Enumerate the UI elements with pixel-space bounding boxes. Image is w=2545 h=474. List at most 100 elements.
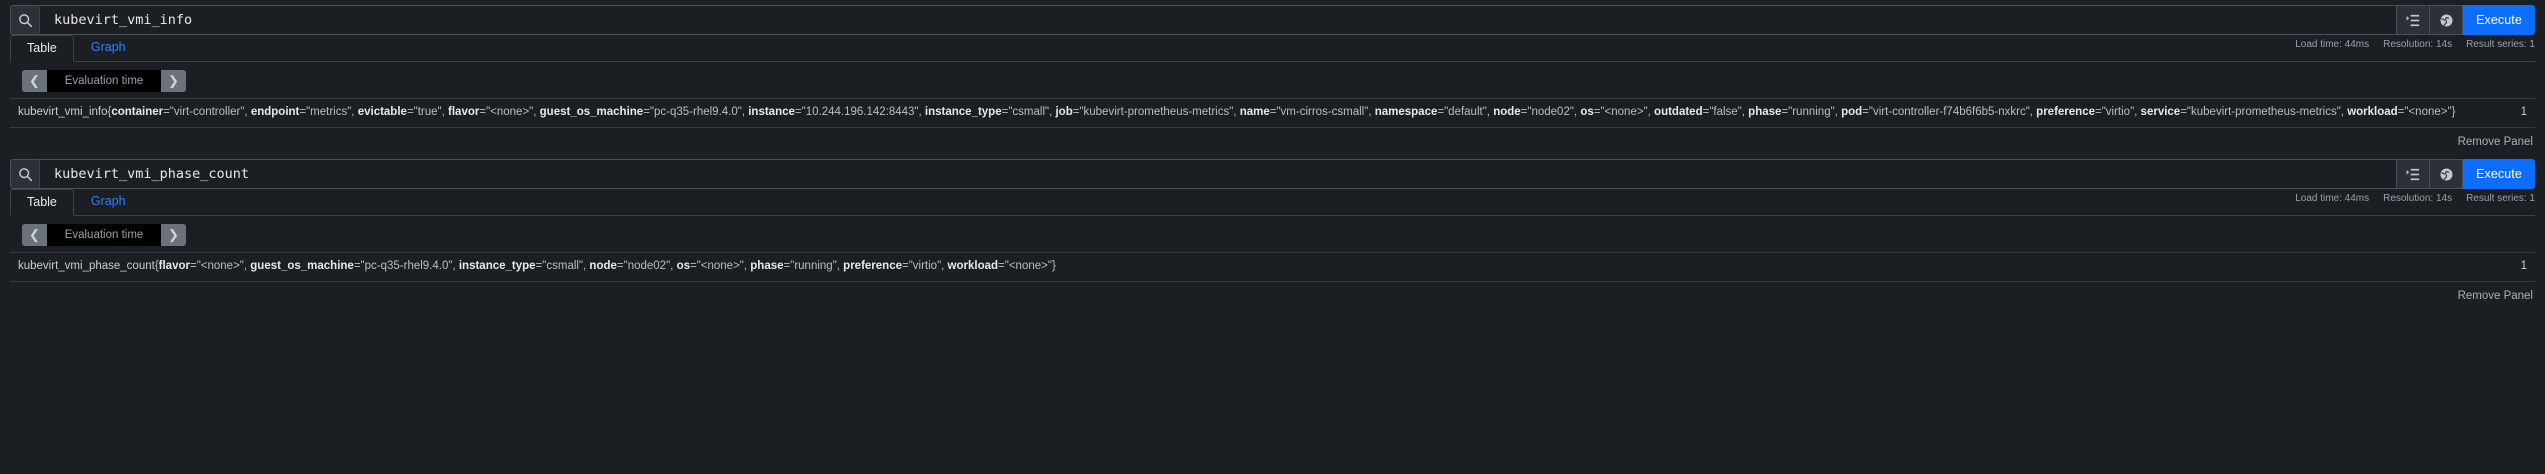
label-key: guest_os_machine [539, 106, 644, 118]
remove-panel-button[interactable]: Remove Panel [2457, 136, 2533, 148]
label-key: os [1580, 106, 1594, 118]
label-key: node [589, 260, 617, 272]
table-row: kubevirt_vmi_info{container="virt-contro… [10, 98, 2535, 128]
tab-graph[interactable]: Graph [90, 194, 126, 208]
label-key: preference [2036, 106, 2095, 118]
query-panel-2: Execute Load time: 44ms Resolution: 14s … [10, 159, 2535, 308]
label-key: phase [750, 260, 784, 272]
label-value: ="node02", [616, 260, 677, 272]
result-series: Result series: 1 [2466, 193, 2535, 204]
execute-button[interactable]: Execute [2463, 159, 2535, 189]
remove-panel-row-2: Remove Panel [10, 282, 2535, 308]
label-value: ="csmall", [1001, 106, 1056, 118]
prometheus-query-page: Execute Load time: 44ms Resolution: 14s … [0, 5, 2545, 474]
label-value: ="<none>", [189, 260, 251, 272]
load-time: Load time: 44ms [2295, 193, 2370, 204]
execute-button[interactable]: Execute [2463, 5, 2535, 35]
query-input[interactable] [39, 159, 2397, 189]
label-value: ="virt-controller-f74b6f6b5-nxkrc", [1862, 106, 2037, 118]
query-input-row-2: Execute [10, 159, 2535, 189]
series-value-cell: 1 [2520, 106, 2527, 118]
chevron-right-icon[interactable]: ❯ [161, 224, 186, 246]
chevron-right-icon[interactable]: ❯ [161, 70, 186, 92]
label-value: ="running", [1781, 106, 1842, 118]
label-value: ="<none>" [2397, 106, 2452, 118]
result-series: Result series: 1 [2466, 39, 2535, 50]
remove-panel-button[interactable]: Remove Panel [2457, 290, 2533, 302]
label-key: phase [1748, 106, 1782, 118]
label-value: ="default", [1437, 106, 1494, 118]
label-key: instance_type [924, 106, 1002, 118]
label-value: ="running", [783, 260, 844, 272]
label-key: job [1055, 106, 1073, 118]
label-value: ="kubevirt-prometheus-metrics", [2180, 106, 2348, 118]
label-value: ="pc-q35-rhel9.4.0", [353, 260, 459, 272]
label-value: ="node02", [1520, 106, 1581, 118]
result-table-1: kubevirt_vmi_info{container="virt-contro… [10, 98, 2535, 128]
label-key: instance_type [458, 260, 536, 272]
resolution: Resolution: 14s [2383, 193, 2453, 204]
tab-table[interactable]: Table [10, 189, 74, 216]
metric-name: kubevirt_vmi_info [18, 106, 108, 118]
metric-name: kubevirt_vmi_phase_count [18, 260, 155, 272]
table-row: kubevirt_vmi_phase_count{flavor="<none>"… [10, 252, 2535, 282]
label-key: evictable [357, 106, 407, 118]
chevron-left-icon[interactable]: ❮ [22, 70, 47, 92]
label-list: container="virt-controller", endpoint="m… [111, 106, 2451, 118]
label-key: flavor [158, 260, 190, 272]
label-key: node [1493, 106, 1521, 118]
label-list: flavor="<none>", guest_os_machine="pc-q3… [159, 260, 1052, 272]
label-key: container [111, 106, 164, 118]
label-value: ="metrics", [299, 106, 358, 118]
load-time: Load time: 44ms [2295, 39, 2370, 50]
result-tabs-1: Table Graph [10, 35, 2535, 62]
query-panel-1: Execute Load time: 44ms Resolution: 14s … [10, 5, 2535, 154]
label-key: flavor [448, 106, 480, 118]
globe-icon[interactable] [2430, 159, 2463, 189]
globe-icon[interactable] [2430, 5, 2463, 35]
label-key: name [1239, 106, 1270, 118]
label-value: ="virt-controller", [163, 106, 251, 118]
label-value: ="<none>" [998, 260, 1052, 272]
label-key: endpoint [250, 106, 300, 118]
evaluation-time-input[interactable] [47, 70, 161, 92]
label-value: ="pc-q35-rhel9.4.0", [643, 106, 749, 118]
label-key: service [2140, 106, 2181, 118]
query-input-row-1: Execute [10, 5, 2535, 35]
series-labels-cell: kubevirt_vmi_info{container="virt-contro… [18, 106, 2456, 118]
result-tabs-2: Table Graph [10, 189, 2535, 216]
label-value: ="csmall", [535, 260, 590, 272]
tab-graph[interactable]: Graph [90, 40, 126, 54]
label-value: ="vm-cirros-csmall", [1269, 106, 1375, 118]
search-icon [10, 159, 39, 189]
label-value: ="true", [406, 106, 449, 118]
label-key: namespace [1374, 106, 1438, 118]
label-value: ="<none>", [689, 260, 751, 272]
chevron-left-icon[interactable]: ❮ [22, 224, 47, 246]
label-value: ="virtio", [901, 260, 948, 272]
query-stats-1: Load time: 44ms Resolution: 14s Result s… [10, 35, 2535, 52]
tab-table[interactable]: Table [10, 35, 74, 62]
format-expression-icon[interactable] [2397, 5, 2430, 35]
remove-panel-row-1: Remove Panel [10, 128, 2535, 154]
label-key: guest_os_machine [250, 260, 354, 272]
label-value: ="virtio", [2094, 106, 2141, 118]
search-icon [10, 5, 39, 35]
query-stats-2: Load time: 44ms Resolution: 14s Result s… [10, 189, 2535, 206]
format-expression-icon[interactable] [2397, 159, 2430, 189]
evaluation-time-control-2: ❮ ❯ [10, 216, 2535, 252]
query-input[interactable] [39, 5, 2397, 35]
series-labels-cell: kubevirt_vmi_phase_count{flavor="<none>"… [18, 260, 1056, 272]
label-value: ="10.244.196.142:8443", [794, 106, 925, 118]
label-value: ="false", [1702, 106, 1749, 118]
label-value: ="<none>", [479, 106, 540, 118]
label-key: instance [748, 106, 795, 118]
label-key: workload [2347, 106, 2398, 118]
label-value: ="kubevirt-prometheus-metrics", [1072, 106, 1240, 118]
evaluation-time-input[interactable] [47, 224, 161, 246]
label-key: os [676, 260, 690, 272]
series-value-cell: 1 [2520, 260, 2527, 272]
label-value: ="<none>", [1593, 106, 1655, 118]
evaluation-time-control-1: ❮ ❯ [10, 62, 2535, 98]
label-key: pod [1841, 106, 1863, 118]
